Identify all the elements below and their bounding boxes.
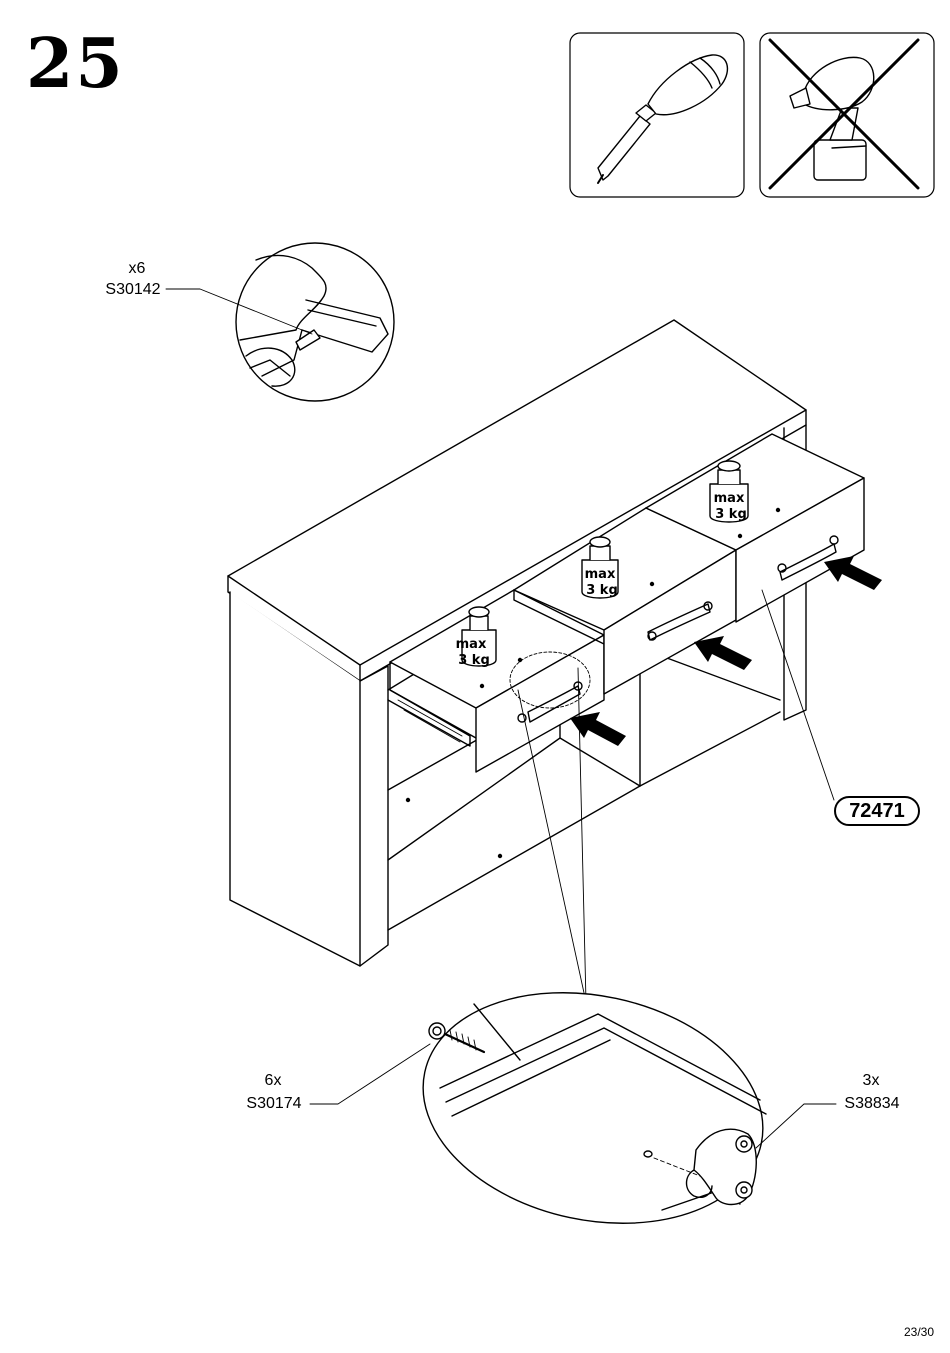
drawer-left — [387, 589, 605, 773]
handle-qty: 3x — [862, 1072, 880, 1089]
rail-screw-code: S30142 — [105, 281, 161, 298]
weight-limit-2-line2: 3 kg — [586, 583, 618, 598]
weight-limit-1-line2: 3 kg — [458, 653, 490, 668]
push-arrow-middle — [694, 636, 752, 670]
handle-detail-ellipse — [422, 992, 767, 1224]
weight-limit-2: max 3 kg — [581, 536, 619, 599]
rail-detail-circle — [235, 242, 395, 402]
screwdriver-icon — [569, 32, 745, 198]
push-arrow-right — [824, 556, 882, 590]
weight-limit-2-line1: max — [585, 567, 616, 582]
rail-screw-qty: x6 — [128, 260, 146, 277]
weight-limit-3-line1: max — [714, 491, 745, 506]
push-direction-arrows — [570, 556, 882, 746]
power-drill-crossed-icon — [759, 32, 935, 198]
push-arrow-left — [570, 712, 626, 746]
weight-limit-1: max 3 kg — [456, 606, 497, 668]
drawer-right — [645, 433, 865, 623]
weight-limit-3-line2: 3 kg — [715, 507, 747, 522]
step-number: 25 — [26, 24, 125, 104]
weight-limit-1-line1: max — [456, 637, 487, 652]
handle-screw-qty: 6x — [264, 1072, 282, 1089]
page-number: 23/30 — [903, 1325, 934, 1339]
weight-limit-3: max 3 kg — [709, 460, 749, 523]
handle-code: S38834 — [844, 1095, 900, 1112]
handle-screw-code: S30174 — [246, 1095, 302, 1112]
part-number-badge: 72471 — [834, 796, 920, 826]
